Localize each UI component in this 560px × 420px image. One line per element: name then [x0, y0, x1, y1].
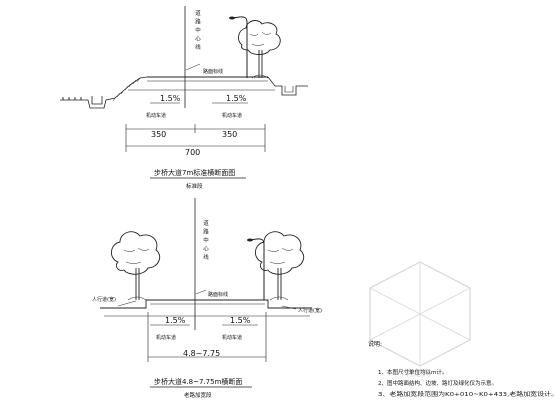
- slope-left-1: 1.5%: [160, 94, 181, 103]
- ditch-left-1: [91, 96, 103, 105]
- subtitle-1: 标准段: [186, 182, 203, 190]
- sidewalk-left-2: 人行道(宽): [92, 296, 116, 303]
- slope-right-2: 1.5%: [230, 316, 251, 325]
- title-2: 步桥大道4.8~7.75m横断面: [154, 377, 242, 386]
- note-item-2: 2、图中路面结构、边坡、路灯及绿化仅为示意。: [378, 379, 497, 387]
- notes-block: 说明: 1、本图尺寸单位均以m计。 2、图中路面结构、边坡、路灯及绿化仅为示意。…: [368, 340, 558, 398]
- note-item-1: 1、本图尺寸单位均以m计。: [378, 368, 447, 376]
- ditch-right-1: [267, 76, 308, 96]
- tree-icon: [111, 231, 161, 301]
- marking-label-2: 路面标线: [208, 291, 228, 298]
- tree-icon: [238, 20, 281, 79]
- road-profile-2: [100, 299, 312, 309]
- watermark-logo: 筑龙网: [369, 261, 471, 379]
- ditch-inner-right-1: [284, 86, 294, 93]
- lane-label-right-2: 机动车道: [222, 334, 242, 341]
- marking-label-1: 路面标线: [203, 68, 223, 75]
- lane-label-right-1: 机动车道: [222, 112, 242, 119]
- dim-left-1: 350: [151, 130, 166, 139]
- lane-label-left-2: 机动车道: [156, 334, 176, 341]
- street-lamp-icon: [229, 16, 248, 78]
- notes-heading: 说明:: [368, 340, 382, 348]
- section-1: 道路中心线 路面标线 1.5% 1.: [60, 6, 308, 190]
- title-1: 步桥大道7m标准横断面图: [154, 168, 235, 177]
- dim-right-1: 350: [222, 130, 237, 139]
- lane-label-left-1: 机动车道: [146, 112, 166, 119]
- centerline-label-2: 道路中心线: [202, 219, 209, 263]
- subtitle-2: 老路加宽段: [184, 391, 212, 399]
- centerline-label-1: 道路中心线: [194, 9, 201, 53]
- dim-total-1: 700: [185, 148, 200, 157]
- svg-text:筑龙网: 筑龙网: [404, 367, 431, 379]
- slope-right-1: 1.5%: [226, 94, 247, 103]
- slope-left-2: 1.5%: [165, 316, 186, 325]
- left-slope-1: [60, 76, 148, 109]
- section-2: 道路中心线 人行道(宽) 人行道(宽): [92, 198, 322, 399]
- street-lamp-icon: [247, 238, 265, 300]
- grass-left-1: [61, 96, 83, 101]
- dim-total-2: 4.8~7.75: [183, 349, 220, 358]
- tree-icon: [255, 231, 305, 301]
- note-item-3: 3、老路加宽段范围为K0+010~K0+433,老路加宽设计。: [378, 390, 558, 398]
- left-slope-hatch-1: [112, 77, 141, 102]
- sidewalk-right-2: 人行道(宽): [298, 307, 322, 314]
